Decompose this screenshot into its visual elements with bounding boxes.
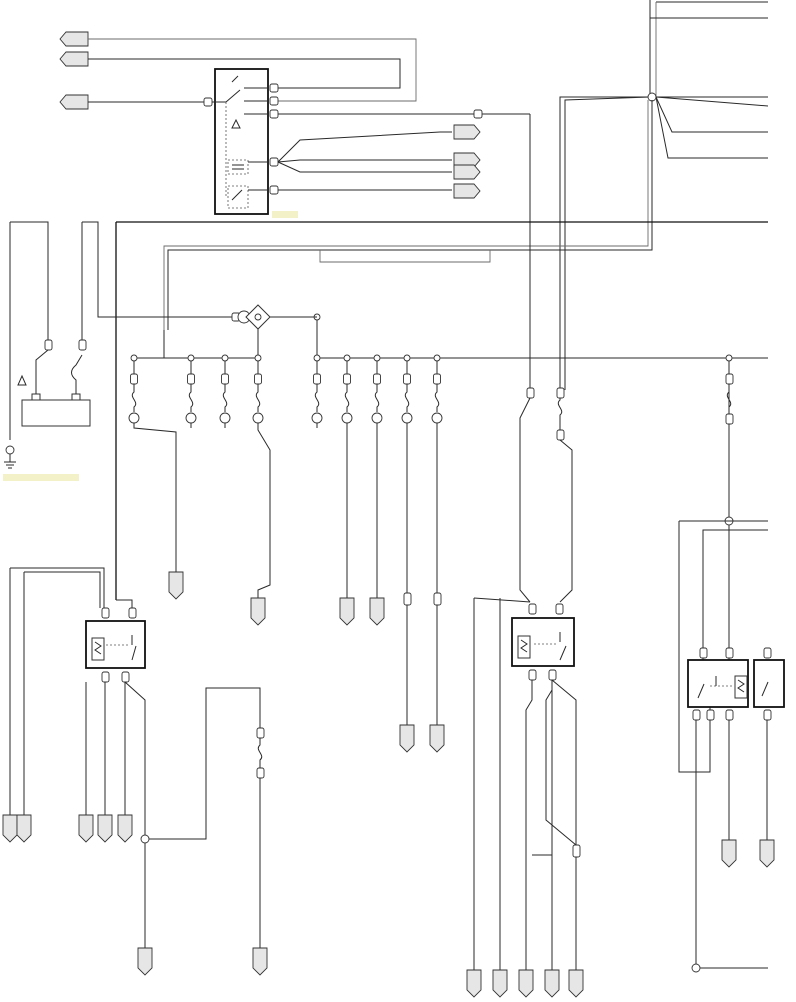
fuse-6 xyxy=(341,354,353,428)
relay-right-b xyxy=(753,647,785,721)
battery xyxy=(21,393,91,427)
output-terminal-7 xyxy=(250,597,266,626)
relay-right-a xyxy=(687,647,749,721)
fuse-layer xyxy=(128,354,443,428)
input-connector-1 xyxy=(59,31,89,47)
output-terminal-13 xyxy=(252,947,268,976)
fuse-3 xyxy=(219,354,231,428)
highlight-label-2 xyxy=(3,474,79,481)
relay-center xyxy=(511,603,575,681)
output-terminal-14 xyxy=(466,969,482,998)
fuse-5 xyxy=(311,354,323,428)
output-terminal-4 xyxy=(97,814,113,843)
relay-left xyxy=(85,607,146,683)
output-terminal-12 xyxy=(137,947,153,976)
output-terminal-9 xyxy=(369,597,385,626)
terminal-layer xyxy=(2,571,775,998)
output-terminal-16 xyxy=(518,969,534,998)
ignition-switch-module xyxy=(203,68,279,215)
output-terminal-10 xyxy=(399,724,415,753)
fuse-1 xyxy=(128,354,140,428)
fuse-7 xyxy=(371,354,383,428)
fuse-4 xyxy=(252,354,264,428)
fuse-2 xyxy=(185,354,197,428)
input-connector-3 xyxy=(59,94,89,110)
input-connector-2 xyxy=(59,51,89,67)
output-connector-r1 xyxy=(453,124,481,140)
output-terminal-2 xyxy=(16,814,32,843)
output-connector-r3 xyxy=(453,164,481,180)
output-connector-r4 xyxy=(453,183,481,199)
output-terminal-20 xyxy=(759,839,775,868)
output-terminal-15 xyxy=(492,969,508,998)
fuse-8 xyxy=(401,354,413,428)
output-terminal-18 xyxy=(568,969,584,998)
fuse-9 xyxy=(431,354,443,428)
output-terminal-5 xyxy=(117,814,133,843)
bundle-junction xyxy=(647,92,657,102)
ground-icon xyxy=(4,445,16,469)
output-terminal-1 xyxy=(2,814,18,843)
highlight-label-1 xyxy=(272,211,298,218)
output-terminal-19 xyxy=(721,839,737,868)
output-terminal-11 xyxy=(429,724,445,753)
output-terminal-6 xyxy=(168,571,184,600)
output-terminal-3 xyxy=(78,814,94,843)
output-terminal-8 xyxy=(339,597,355,626)
output-terminal-17 xyxy=(544,969,560,998)
